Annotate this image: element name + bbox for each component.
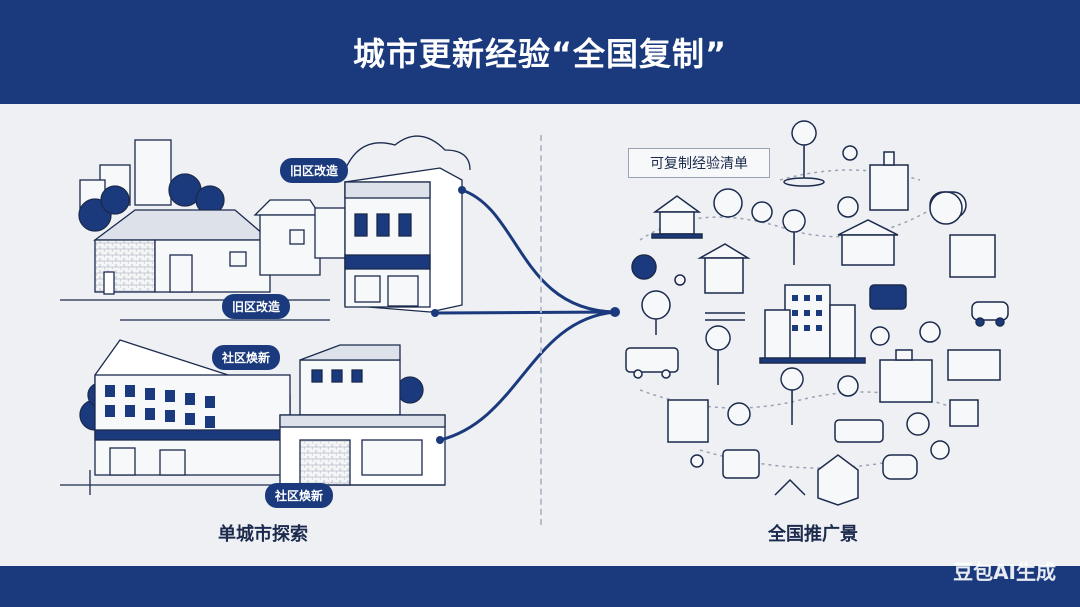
watermark: 豆包AI生成 bbox=[953, 560, 1056, 584]
right-caption: 全国推广景 bbox=[768, 524, 858, 545]
label-community-2: 社区焕新 bbox=[265, 483, 334, 508]
label-old-district-2: 旧区改造 bbox=[222, 294, 291, 319]
label-community-1: 社区焕新 bbox=[212, 345, 281, 370]
checklist-title: 可复制经验清单 bbox=[628, 148, 770, 178]
left-caption: 单城市探索 bbox=[218, 524, 308, 545]
label-old-district-1: 旧区改造 bbox=[280, 158, 349, 183]
title-banner: 城市更新经验“全国复制” bbox=[0, 0, 1080, 104]
national-icon-cloud bbox=[625, 120, 1009, 506]
old-district-illustration bbox=[60, 135, 471, 321]
page-title: 城市更新经验“全国复制” bbox=[352, 35, 728, 73]
footer-bar bbox=[0, 566, 1080, 607]
community-renewal-illustration bbox=[60, 339, 446, 495]
connection-lines bbox=[434, 188, 616, 442]
connection-nodes bbox=[431, 186, 620, 444]
center-divider bbox=[540, 135, 542, 525]
